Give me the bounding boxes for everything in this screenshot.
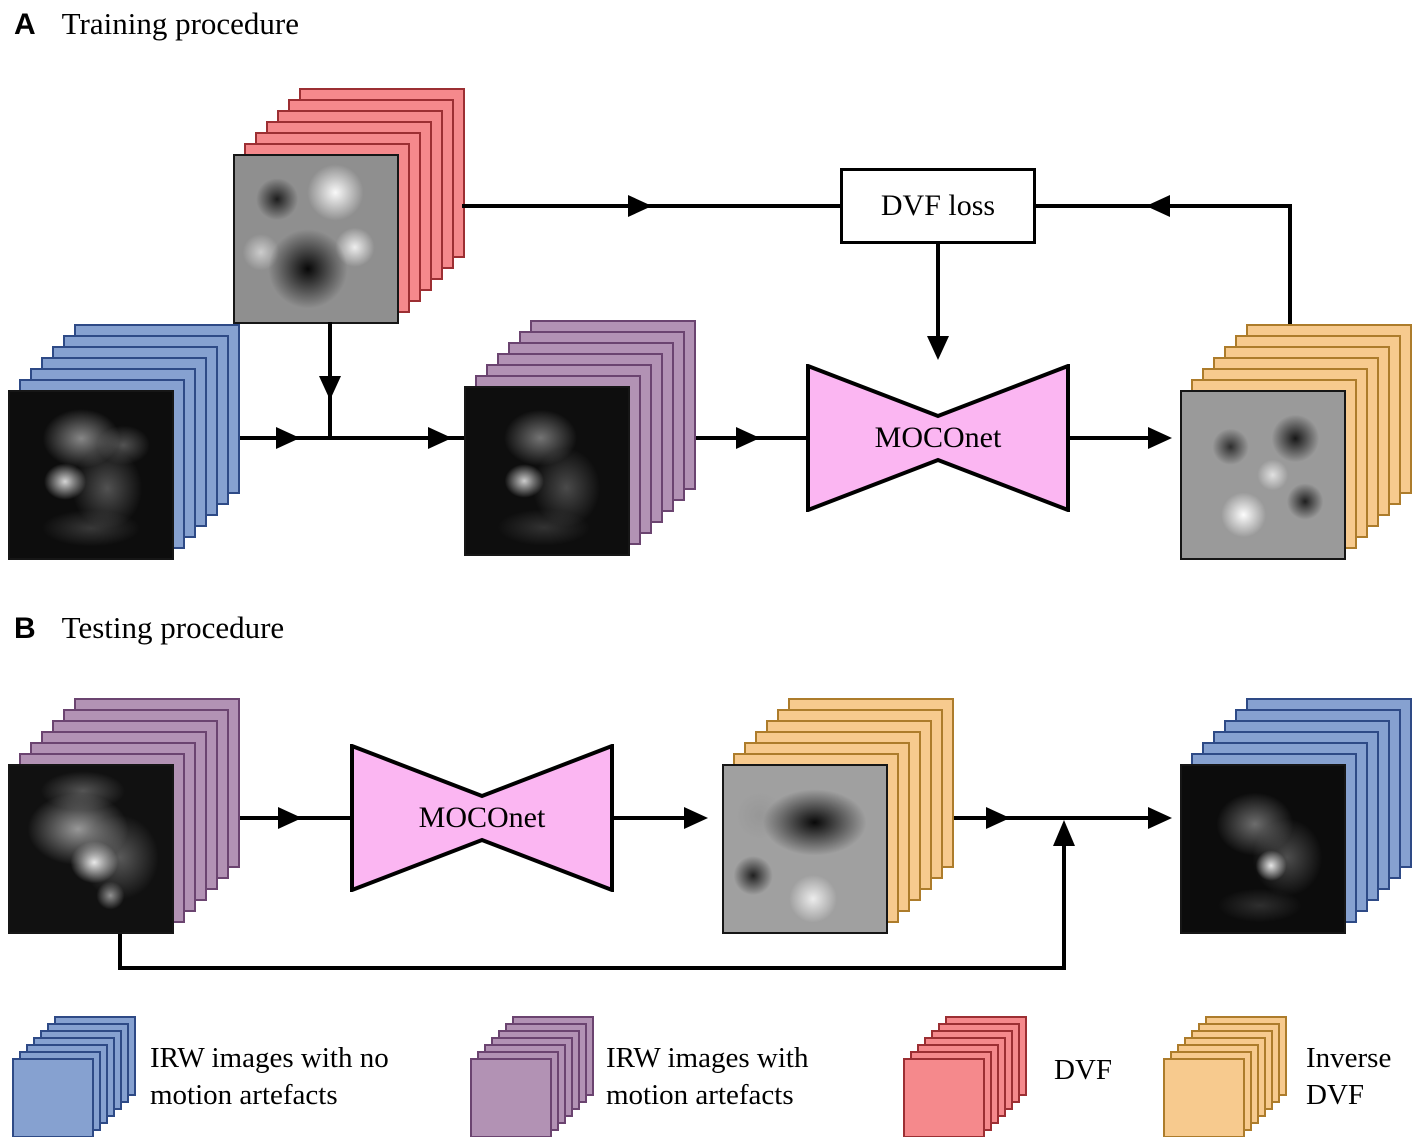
legend-label-inverse-dvf: Inverse DVF — [1306, 1042, 1392, 1111]
stack-inverse-dvf-output — [1180, 324, 1412, 560]
legend-card — [1163, 1058, 1245, 1137]
moconet-b: MOCOnet — [350, 744, 614, 892]
panel-a-header: A Training procedure — [14, 6, 299, 42]
stack-dvf-input — [233, 88, 465, 324]
mri-image-visual — [10, 766, 172, 932]
legend-swatch-red — [903, 1016, 1027, 1137]
irw-motion-image — [464, 386, 630, 556]
irw-motion-input-image-b — [8, 764, 174, 934]
mri-image-visual — [466, 388, 628, 554]
legend-swatch-purple — [470, 1016, 594, 1137]
legend-label-dvf: DVF — [1054, 1054, 1113, 1086]
stack-irw-motion-input-b — [8, 698, 240, 934]
stack-irw-motion — [464, 320, 696, 556]
legend-label-irw-motion: IRW images with motion artefacts — [606, 1042, 809, 1111]
irw-no-motion-image — [8, 390, 174, 560]
dvf-image-visual — [724, 766, 886, 932]
moconet-a-label: MOCOnet — [874, 421, 1002, 454]
inverse-dvf-image-b — [722, 764, 888, 934]
stack-inverse-dvf-b — [722, 698, 954, 934]
stack-irw-no-motion-input — [8, 324, 240, 560]
moconet-a: MOCOnet — [806, 364, 1070, 512]
irw-corrected-output-image — [1180, 764, 1346, 934]
panel-a-title: Training procedure — [61, 6, 300, 41]
legend-card — [903, 1058, 985, 1137]
moconet-b-label: MOCOnet — [418, 801, 546, 834]
dvf-input-image — [233, 154, 399, 324]
legend-swatch-orange — [1163, 1016, 1287, 1137]
legend-label-irw-no-motion: IRW images with no motion artefacts — [150, 1042, 389, 1111]
dvf-loss-box: DVF loss — [840, 168, 1036, 244]
panel-a-label: A — [14, 8, 36, 41]
dvf-image-visual — [1182, 392, 1344, 558]
dvf-loss-label: DVF loss — [880, 189, 996, 222]
legend-card — [470, 1058, 552, 1137]
panel-b-title: Testing procedure — [61, 610, 285, 645]
panel-b-header: B Testing procedure — [14, 610, 284, 646]
dvf-image-visual — [235, 156, 397, 322]
stack-irw-corrected-output — [1180, 698, 1412, 934]
legend-swatch-blue — [12, 1016, 136, 1137]
mri-image-visual — [10, 392, 172, 558]
panel-b-label: B — [14, 612, 36, 645]
mri-image-visual — [1182, 766, 1344, 932]
inverse-dvf-output-image — [1180, 390, 1346, 560]
moconet-bowtie-shape — [806, 364, 1070, 512]
legend-card — [12, 1058, 94, 1137]
